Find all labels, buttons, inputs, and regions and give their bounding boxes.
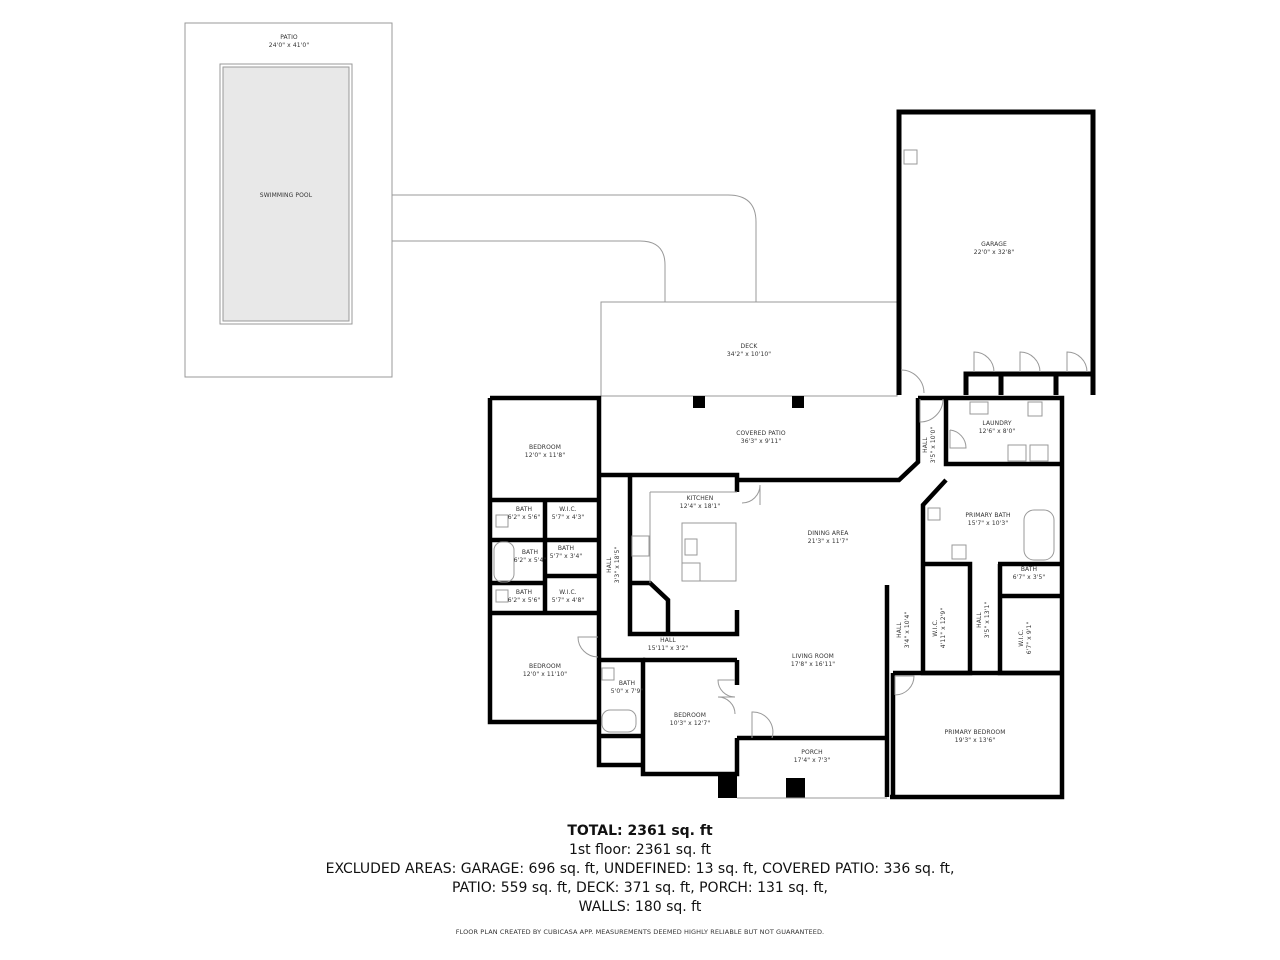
room-label-wic-1: W.I.C.5'7" x 4'3" [551,506,585,521]
floor-area: 1st floor: 2361 sq. ft [568,842,712,858]
room-label-pool: SWIMMING POOL [259,192,313,199]
room-label-wic-2: W.I.C.5'7" x 4'8" [551,589,585,604]
total-area: TOTAL: 2361 sq. ft [567,823,713,839]
room-label-wic-4: W.I.C.6'7" x 9'1" [1018,621,1033,655]
walkway [392,194,757,302]
excluded-areas-line-1: EXCLUDED AREAS: GARAGE: 696 sq. ft, UNDE… [325,861,955,877]
kitchen-fixtures [631,484,761,583]
post [786,778,805,798]
garage-walls [896,109,1096,395]
post [718,774,737,798]
walls-area: WALLS: 180 sq. ft [578,899,702,915]
post [792,396,804,408]
floor-plan-drawing [184,22,1096,800]
disclaimer: FLOOR PLAN CREATED BY CUBICASA APP. MEAS… [455,928,825,936]
interior-doors [577,398,967,739]
area-summary: TOTAL: 2361 sq. ft 1st floor: 2361 sq. f… [0,822,1280,917]
house-walls [487,395,1065,800]
bath-fixtures [493,401,1055,733]
excluded-areas-line-2: PATIO: 559 sq. ft, DECK: 371 sq. ft, POR… [452,880,828,896]
room-label-wic-3: W.I.C.4'11" x 12'9" [932,607,947,649]
patio-area [184,22,393,378]
post [693,396,705,408]
garage-doors [900,351,1088,394]
